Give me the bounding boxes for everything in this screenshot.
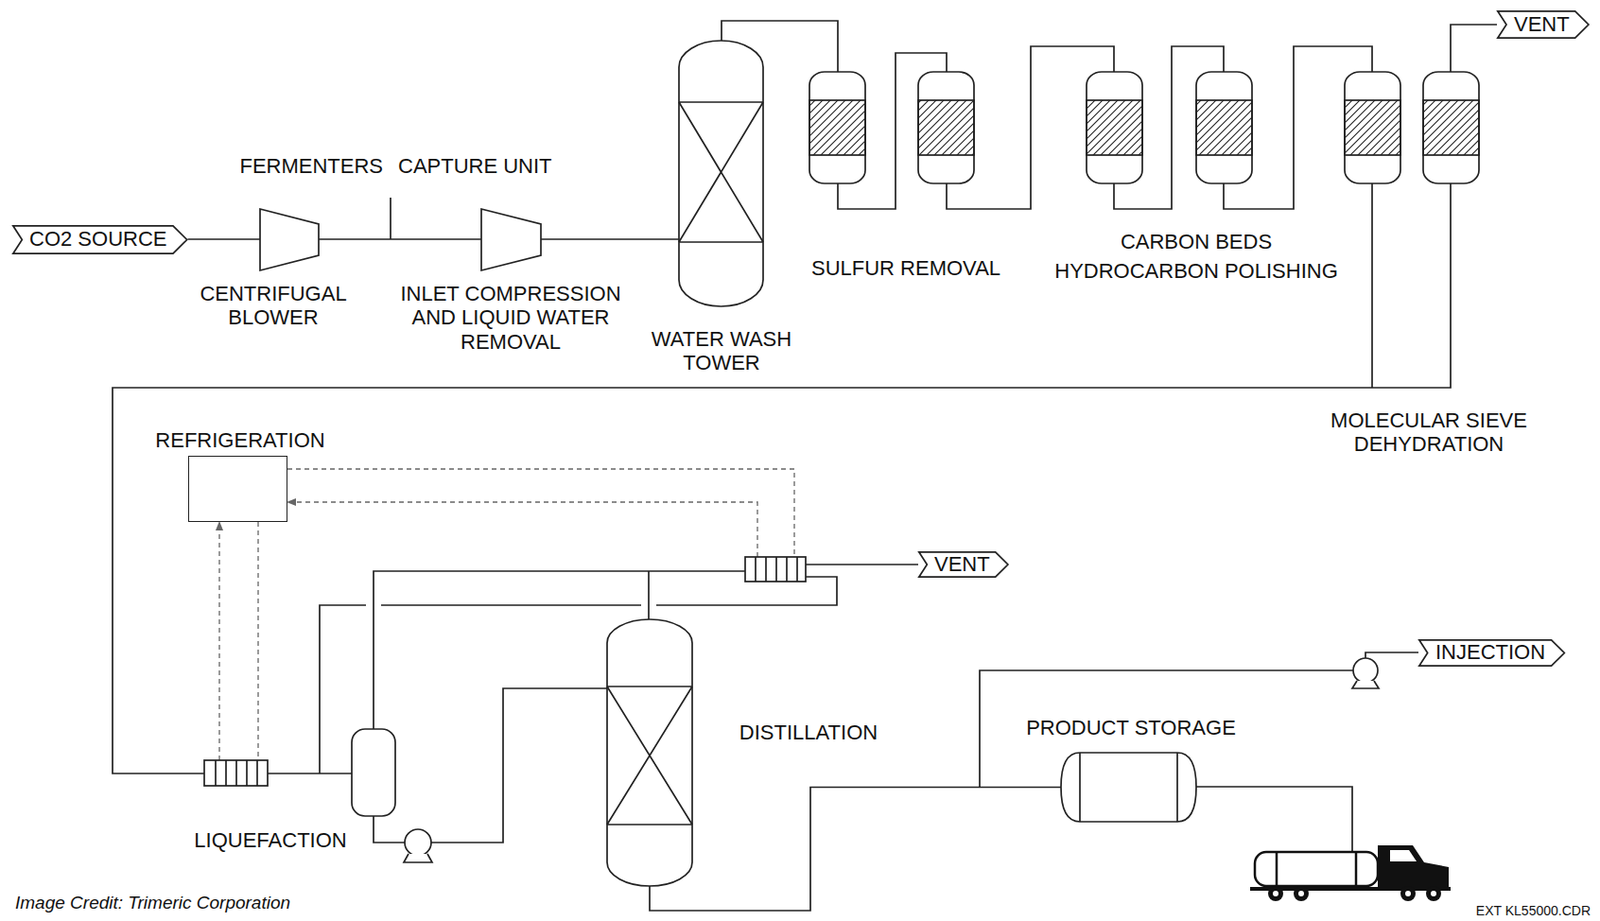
blower-symbol-outline (260, 208, 319, 271)
blower-symbol: CENTRIFUGAL BLOWER (260, 208, 319, 271)
tag-text: INJECTION (1435, 642, 1546, 663)
unit-label: HYDROCARBON POLISHING (1054, 259, 1339, 283)
tag-text: VENT (1513, 14, 1570, 35)
injection-tag: INJECTION (1418, 639, 1566, 667)
wash-tower-outline (678, 40, 764, 307)
refrigerant-lines (219, 469, 795, 761)
file-code: EXT KL55000.CDR (1476, 903, 1591, 919)
wash-tower: WATER WASH TOWER (678, 40, 764, 307)
source-tag: CO2 SOURCE (12, 225, 188, 255)
unit-label: SULFUR REMOVAL (811, 256, 1001, 280)
tag-text: CO2 SOURCE (29, 228, 167, 250)
distillation-column-outline (607, 619, 693, 887)
process-piping (112, 20, 1497, 853)
refrigeration-box: REFRIGERATION (188, 455, 288, 522)
process-line (540, 238, 679, 241)
heat-exchangers (204, 556, 806, 786)
equipment-label: REFRIGERATION (155, 428, 325, 453)
image-credit: Image Credit: Trimeric Corporation (15, 892, 291, 914)
unit-label: MOLECULAR SIEVE DEHYDRATION (1310, 408, 1548, 457)
storage-vessel: PRODUCT STORAGE (1060, 752, 1197, 822)
process-line (318, 238, 482, 241)
compressor-symbol: INLET COMPRESSION AND LIQUID WATER REMOV… (481, 208, 541, 271)
distillation-column: DISTILLATION (607, 619, 693, 887)
unit-label: CARBON BEDS (1120, 229, 1272, 254)
tag-text: VENT (934, 554, 991, 575)
vent-tag: VENT (918, 551, 1009, 578)
process-line (649, 787, 1061, 912)
equipment-label: PRODUCT STORAGE (1026, 715, 1236, 740)
section-label: CAPTURE UNIT (398, 154, 553, 178)
unit-label: LIQUEFACTION (193, 828, 347, 853)
vent-tag: VENT (1496, 10, 1590, 39)
storage-vessel-outline (1060, 752, 1197, 822)
adsorber-vessels (809, 71, 1479, 184)
equipment-label: DISTILLATION (739, 720, 878, 745)
section-label: FERMENTERS (239, 154, 383, 178)
separator-and-pumps (351, 658, 1379, 863)
equipment-label: CENTRIFUGAL BLOWER (192, 281, 354, 331)
process-line (187, 238, 261, 241)
equipment-label: INLET COMPRESSION AND LIQUID WATER REMOV… (392, 281, 629, 354)
tanker-truck (1250, 845, 1451, 902)
compressor-symbol-outline (481, 208, 541, 271)
equipment-label: WATER WASH TOWER (645, 327, 798, 376)
